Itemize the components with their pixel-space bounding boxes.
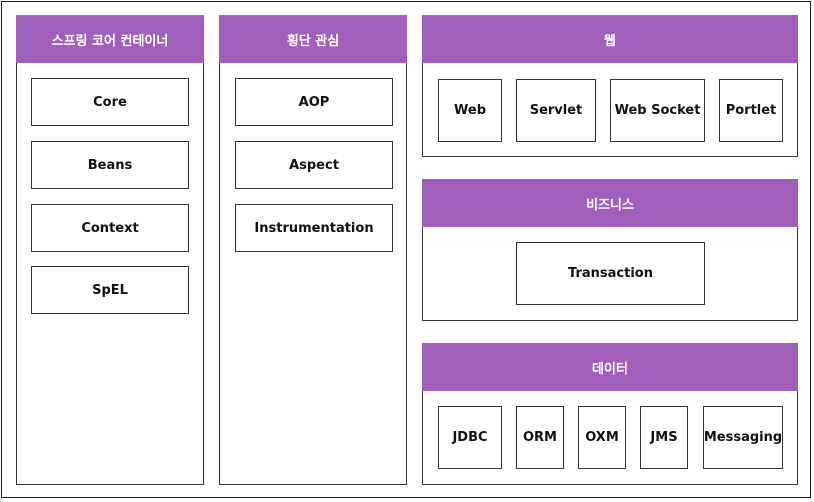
spel-module: SpEL [31,266,189,314]
business-title: 비즈니스 [422,179,798,227]
core-module: Core [31,78,189,126]
spring-core-container-title: 스프링 코어 컨테이너 [16,15,204,63]
jms-module: JMS [640,406,688,469]
aop-module: AOP [235,78,393,126]
servlet-module: Servlet [516,79,596,142]
spring-core-container-panel: 스프링 코어 컨테이너 Core Beans Context SpEL [16,15,204,485]
cross-cutting-concerns-panel: 횡단 관심 AOP Aspect Instrumentation [219,15,407,485]
context-module: Context [31,204,189,252]
web-module: Web [438,79,502,142]
aspect-module: Aspect [235,141,393,189]
web-panel: 웹 Web Servlet Web Socket Portlet [422,15,798,157]
beans-module: Beans [31,141,189,189]
messaging-module: Messaging [703,406,783,469]
transaction-module: Transaction [516,242,705,305]
jdbc-module: JDBC [438,406,502,469]
cross-cutting-concerns-title: 횡단 관심 [219,15,407,63]
web-title: 웹 [422,15,798,63]
oxm-module: OXM [578,406,626,469]
instrumentation-module: Instrumentation [235,204,393,252]
orm-module: ORM [516,406,564,469]
web-socket-module: Web Socket [610,79,705,142]
portlet-module: Portlet [719,79,783,142]
data-title: 데이터 [422,343,798,391]
data-panel: 데이터 JDBC ORM OXM JMS Messaging [422,343,798,485]
business-panel: 비즈니스 Transaction [422,179,798,321]
